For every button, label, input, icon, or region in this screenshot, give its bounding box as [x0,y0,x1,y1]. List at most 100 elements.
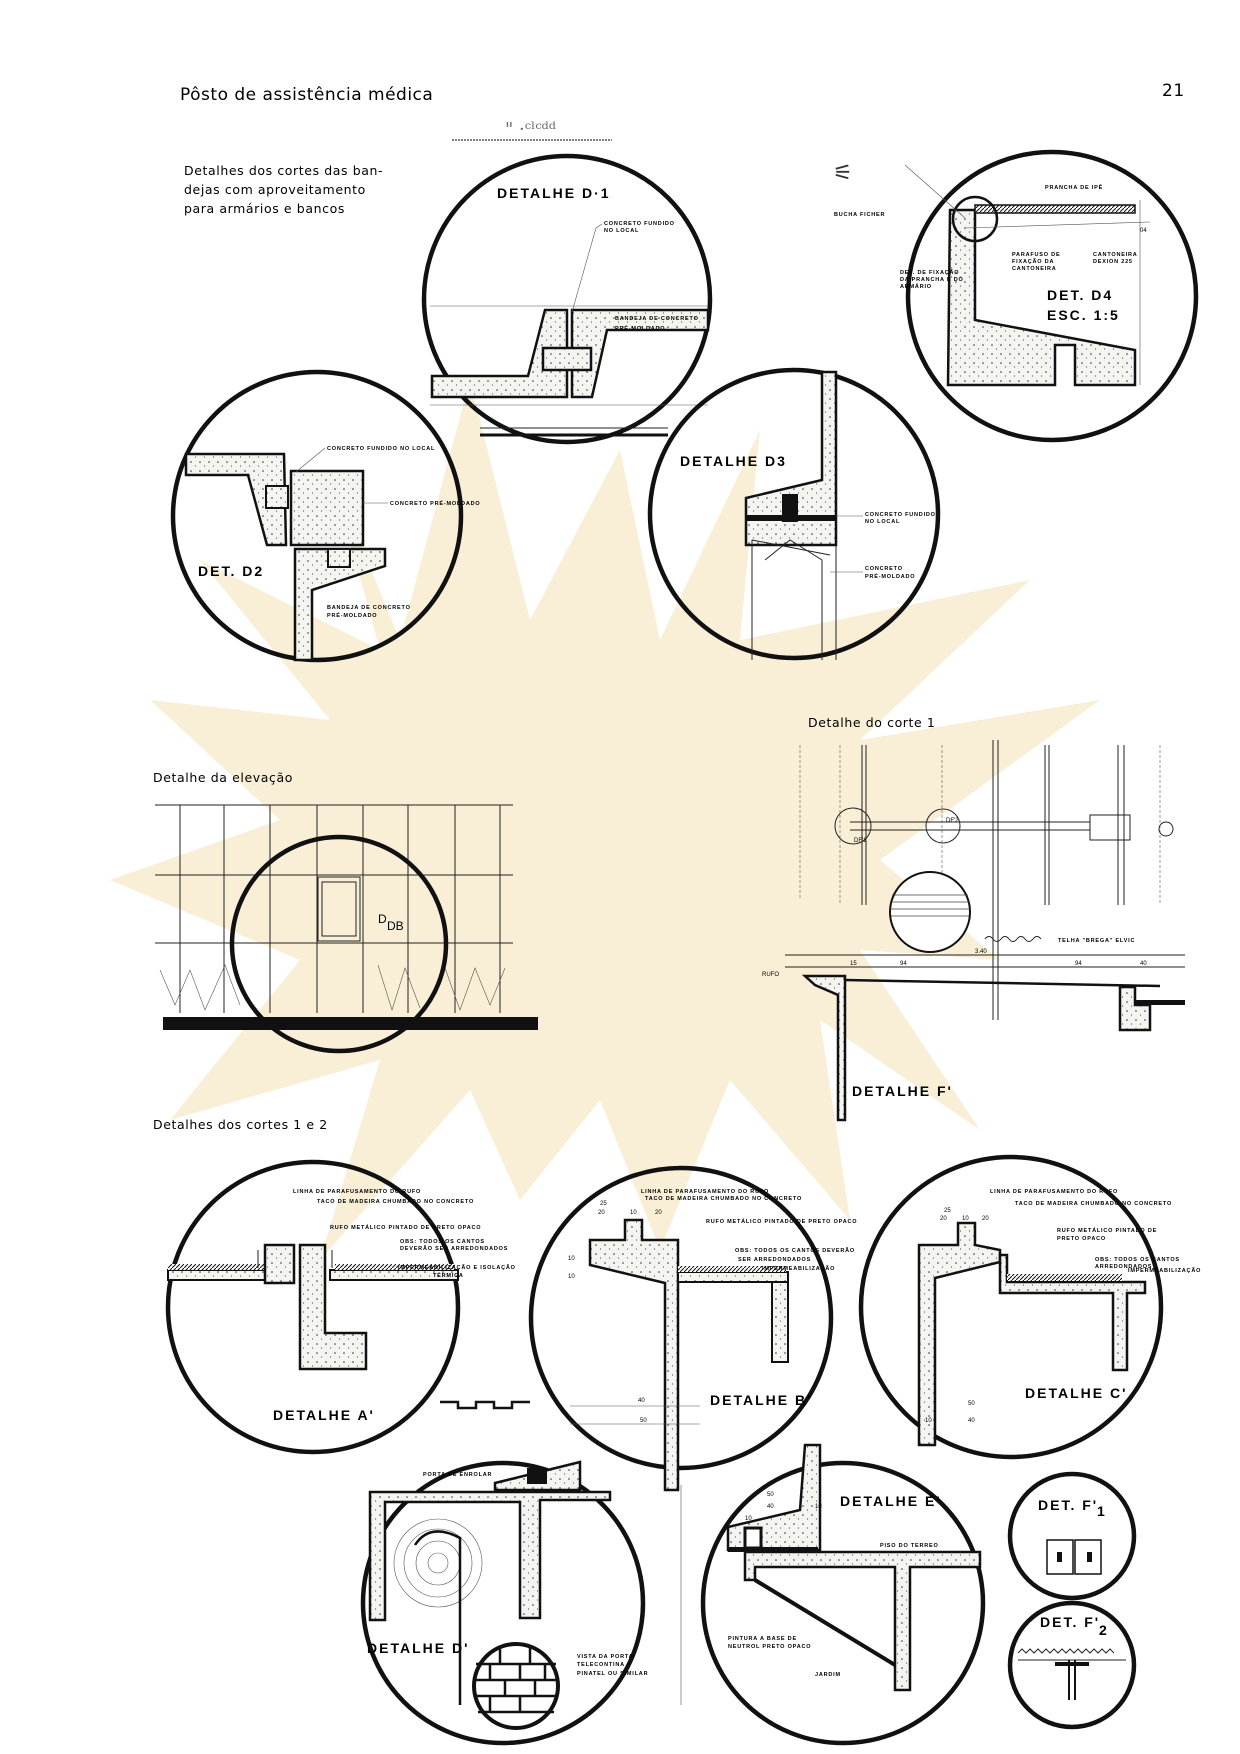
label-d4-labels-9: BUCHA FICHER [834,212,885,218]
label-d4-labels-2: FIXAÇÃO DA [1012,258,1054,265]
label-d4-labels-5: DEXION 225 [1093,259,1133,265]
label-d4-labels-8: ARMÁRIO [900,283,932,290]
label-d3-labels-1: NO LOCAL [865,519,900,525]
label-d1-labels-0: CONCRETO FUNDIDO [604,221,675,227]
label-b-dims-4: 40 [638,1398,645,1404]
label-a-labels-2: RUFO METÁLICO PINTADO DE PRETO OPACO [330,1224,481,1231]
d1-title: DETALHE D·1 [497,185,611,201]
label-b-dims-1: 20 [598,1210,605,1216]
label-d1-labels-3: PRÉ-MOLDADO [615,324,665,332]
label-b-dims-3: 20 [655,1210,662,1216]
label-a-labels-5: IMPERMEABILIZAÇÃO E ISOLAÇÃO [398,1264,516,1271]
label-a-labels-6: TÉRMICA [433,1271,464,1279]
d4-title: DET. D4 [1047,287,1113,303]
label-e-dims-1: 40 [767,1504,774,1510]
label-corte1-dims-2: 94 [900,961,907,967]
label-c-dims-6: 10 [925,1418,932,1424]
d4-scale: ESC. 1:5 [1047,307,1120,323]
label-b-dims-5: 50 [640,1418,647,1424]
label-a-labels-4: DEVERÃO SER ARREDONDADOS [400,1245,508,1252]
page-number: 21 [1162,81,1185,101]
label-c-dims-1: 20 [940,1216,947,1222]
detail-a-title: DETALHE A' [273,1407,375,1423]
detail-f2: DET. F' 2 [1007,1600,1137,1730]
label-f2-sub: 2 [1099,1622,1109,1638]
elevation-marker: D [378,912,387,926]
tile-label: TELHA "BREGA" ELVIC [1058,938,1135,944]
label-e-labels-0: PISO DO TERREO [880,1543,939,1549]
detail-f2-title: DET. F' [1040,1614,1100,1630]
label-d3-labels-2: CONCRETO [865,566,903,572]
elevation-title: Detalhe da elevação [153,770,293,785]
label-d4-labels-1: PARAFUSO DE [1012,252,1060,258]
detail-c: LINHA DE PARAFUSAMENTO DO RUFO TACO DE M… [858,1154,1201,1460]
detail-f1-title: DET. F' [1038,1497,1098,1513]
label-b-dims-2: 10 [630,1210,637,1216]
detail-c-title: DETALHE C' [1025,1385,1127,1401]
label-corte1-dims-1: 15 [850,961,857,967]
label-c-labels-4: OBS: TODOS OS CANTOS [1095,1257,1180,1263]
label-d3-labels-3: PRÉ-MOLDADO [865,572,915,580]
label-c-labels-3: PRETO OPACO [1057,1236,1106,1242]
page-title: Pôsto de assistência médica [180,85,433,105]
detail-d1: DETALHE D·1 CONCRETO FUNDIDO NO LOCAL BA… [421,153,713,445]
label-b-dims-6: 10 [568,1256,575,1262]
detail-e: PISO DO TERREO PINTURA A BASE DE NEUTROL… [680,1443,986,1746]
label-d2-labels-2: BANDEJA DE CONCRETO [327,605,411,611]
intro-line-3: para armários e bancos [184,201,345,216]
label-a-labels-1: TACO DE MADEIRA CHUMBADO NO CONCRETO [317,1199,474,1205]
label-d4-dim: 04 [1140,228,1147,234]
label-d2-labels-1: CONCRETO PRÉ-MOLDADO [390,499,480,507]
label-c-dims-4: 50 [968,1401,975,1407]
label-c-dims-2: 10 [962,1216,969,1222]
elevation-marker-sub: DB [387,919,404,933]
label-c-labels-6: IMPERMEABILIZAÇÃO [1128,1267,1201,1274]
detail-b-title: DETALHE B' [710,1392,812,1408]
label-e-labels-1: PINTURA A BASE DE [728,1636,797,1642]
label-d-labels-1: VISTA DA PORTA [577,1654,633,1660]
label-b-labels-3: OBS: TODOS OS CANTOS DEVERÃO [735,1247,855,1254]
label-b-dims-0: 25 [600,1201,607,1207]
label-e-dims-0: 50 [767,1492,774,1498]
label-e-labels-3: JARDIM [815,1672,841,1678]
label-corte1-dims-3: 94 [1075,961,1082,967]
label-d-labels-3: PINATEL OU SIMILAR [577,1671,648,1677]
label-b-labels-4: SER ARREDONDADOS [738,1257,811,1263]
watermark [110,380,1100,1260]
label-e-dims-2: 10 [745,1516,752,1522]
label-c-dims-3: 20 [982,1216,989,1222]
label-d2-labels-3: PRÉ-MOLDADO [327,611,377,619]
corte1-detail: Detalhe do corte 1 DF'1 DF'2 TELHA "BREG… [762,715,1185,1122]
corte1-title: Detalhe do corte 1 [808,715,935,730]
label-d4-labels-4: CANTONEIRA [1093,252,1138,258]
detail-e-title: DETALHE E' [840,1493,942,1509]
intro-line-2: dejas com aproveitamento [184,182,366,197]
label-corte1-markers-0: DF'1 [854,838,867,844]
label-b-labels-0: LINHA DE PARAFUSAMENTO DO RUFO [641,1189,769,1195]
label-corte1-dims-0: 3.40 [975,949,987,955]
svg-text:" ·ᶜˡᶜᵈᵈ: " ·ᶜˡᶜᵈᵈ [505,119,556,140]
label-d2-labels-0: CONCRETO FUNDIDO NO LOCAL [327,446,435,452]
svg-text:⚟: ⚟ [833,160,853,185]
intro-line-1: Detalhes dos cortes das ban- [184,163,383,178]
label-e-dims-3: 10 [815,1504,822,1510]
detail-d2: DET. D2 CONCRETO FUNDIDO NO LOCAL CONCRE… [170,369,480,663]
label-d-labels-2: TELECONTINA [577,1662,625,1668]
label-c-labels-0: LINHA DE PARAFUSAMENTO DO RUFO [990,1189,1118,1195]
label-d4-labels-6: DET. DE FIXAÇÃO [900,269,959,276]
label-d1-labels-1: NO LOCAL [604,228,639,234]
label-d4-labels-7: DA PRANCHA E DO [900,277,964,283]
label-c-labels-2: RUFO METÁLICO PINTADO DE [1057,1227,1157,1234]
detail-d-title: DETALHE D' [367,1640,469,1656]
label-c-labels-5: ARREDONDADOS [1095,1264,1152,1270]
label-b-labels-1: TACO DE MADEIRA CHUMBADO NO CONCRETO [645,1196,802,1202]
label-c-dims-0: 25 [944,1208,951,1214]
detail-d4: ⚟ BUCHA FICHER DET. D4 ESC. 1:5 PRANCHA … [833,149,1199,443]
d2-title: DET. D2 [198,563,264,579]
label-c-dims-5: 40 [968,1418,975,1424]
label-b-dims-7: 10 [568,1274,575,1280]
label-c-labels-1: TACO DE MADEIRA CHUMBADO NO CONCRETO [1015,1201,1172,1207]
detail-a: LINHA DE PARAFUSAMENTO DO RUFO TACO DE M… [165,1159,530,1455]
label-corte1-rufo: RUFO [762,972,779,978]
d3-title: DETALHE D3 [680,453,787,469]
